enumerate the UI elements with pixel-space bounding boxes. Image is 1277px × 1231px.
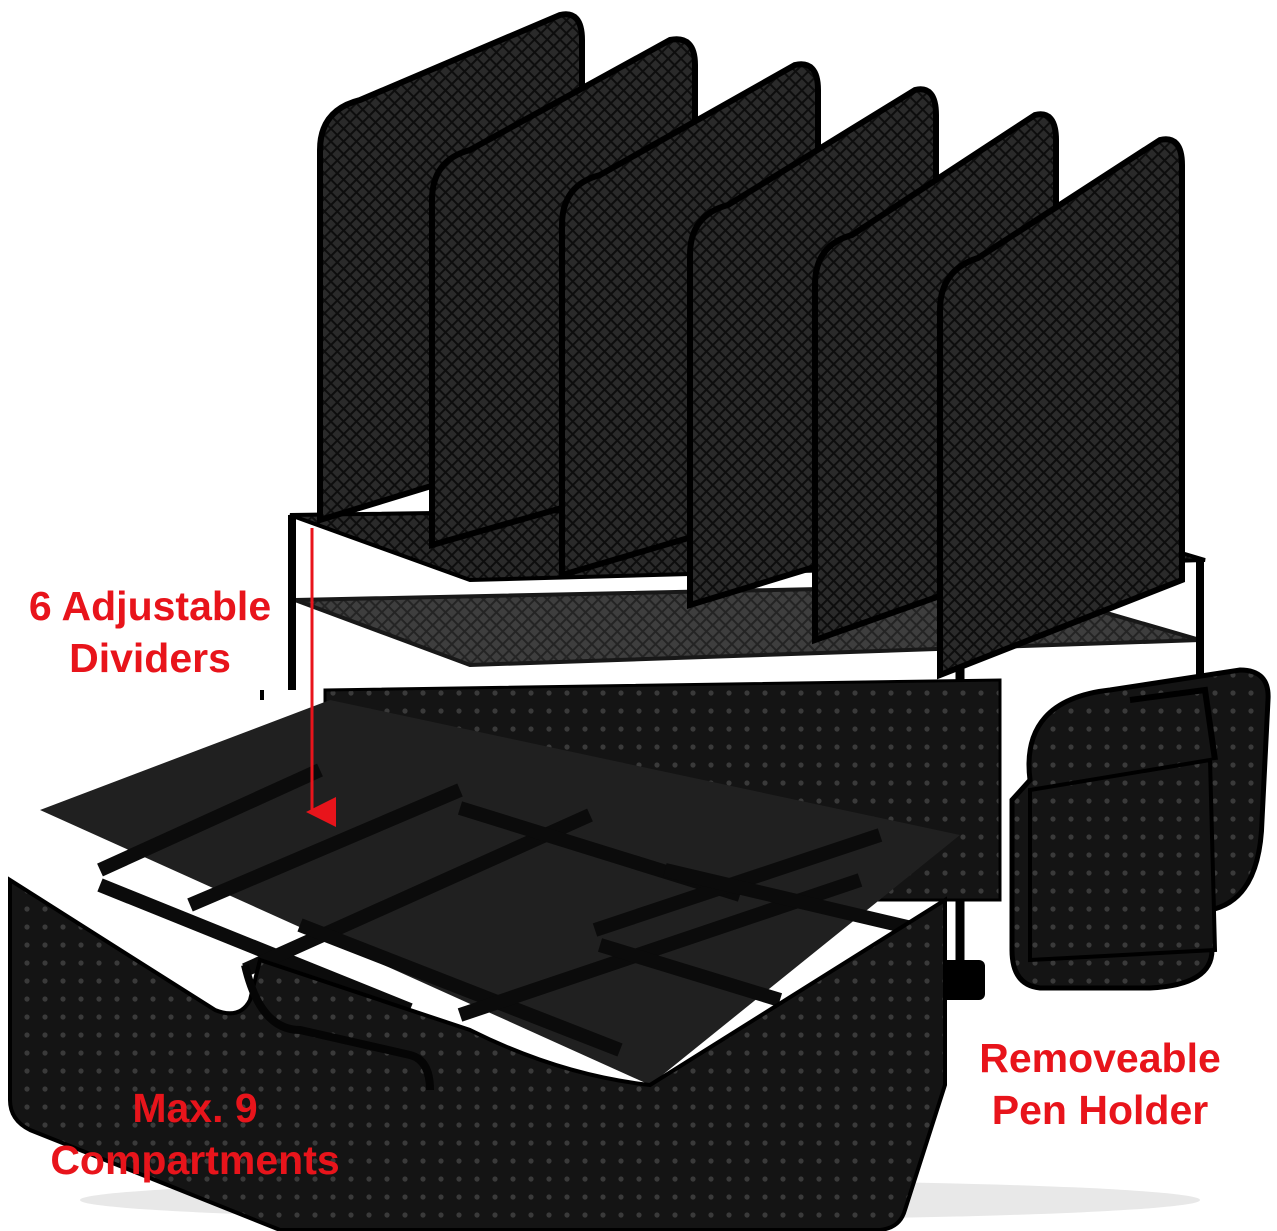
pen-holder-callout-line1: Removeable <box>979 1035 1221 1081</box>
dividers-callout: 6 Adjustable Dividers <box>0 580 300 684</box>
compartments-callout-line1: Max. 9 <box>132 1085 258 1131</box>
drawer-tray <box>8 700 960 1231</box>
mesh-dividers <box>317 11 1185 680</box>
compartments-callout-line2: Compartments <box>50 1137 340 1183</box>
compartments-callout: Max. 9 Compartments <box>0 1082 390 1186</box>
pen-holder <box>1009 667 1271 991</box>
dividers-callout-line1: 6 Adjustable <box>28 583 272 629</box>
dividers-callout-line2: Dividers <box>69 635 231 681</box>
pen-holder-callout: Removeable Pen Holder <box>930 1032 1270 1136</box>
pen-holder-callout-line2: Pen Holder <box>991 1087 1209 1133</box>
